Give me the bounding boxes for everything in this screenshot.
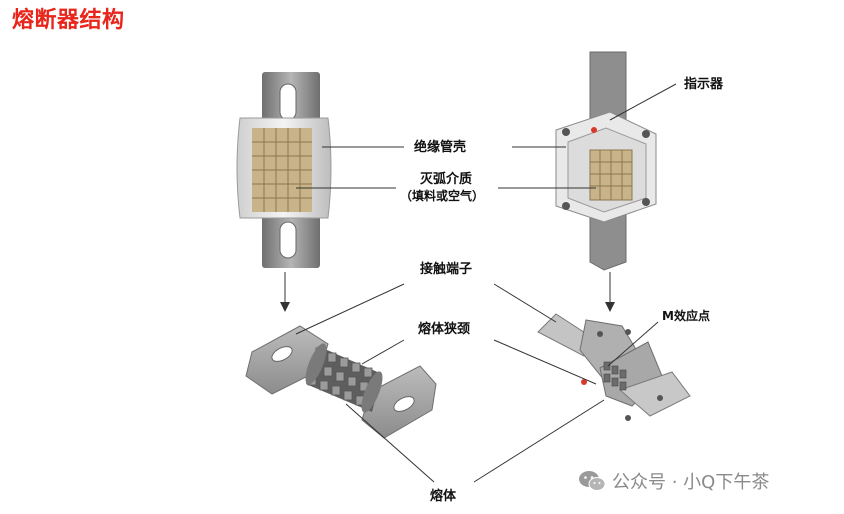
m-effect-dot [581,379,587,385]
label-contact-terminal: 接触端子 [420,261,472,277]
page-title: 熔断器结构 [12,8,125,33]
arc-medium-fill [252,128,312,212]
fuse-assembled-left [236,72,332,268]
wechat-icon [579,471,606,491]
leader-lines [295,83,677,483]
arrow-left-down [280,272,290,312]
indicator-dot [591,127,597,133]
label-insulating-shell: 绝缘管壳 [414,139,466,155]
label-indicator: 指示器 [684,76,724,92]
fuse-cutaway-right [555,51,657,271]
label-fuse-element: 熔体 [430,488,457,504]
label-fuse-neck: 熔体狭颈 [418,321,470,337]
label-arc-medium-sub: （填料或空气） [400,188,484,203]
watermark-text: 公众号 · 小Q下午茶 [612,472,770,493]
arrow-right-down [605,272,615,312]
label-arc-medium: 灭弧介质 [419,171,472,187]
watermark: 公众号 · 小Q下午茶 [578,468,769,494]
fuse-element-left [245,325,437,439]
fuse-element-right [537,313,691,421]
label-m-effect-point: M效应点 [662,308,710,323]
